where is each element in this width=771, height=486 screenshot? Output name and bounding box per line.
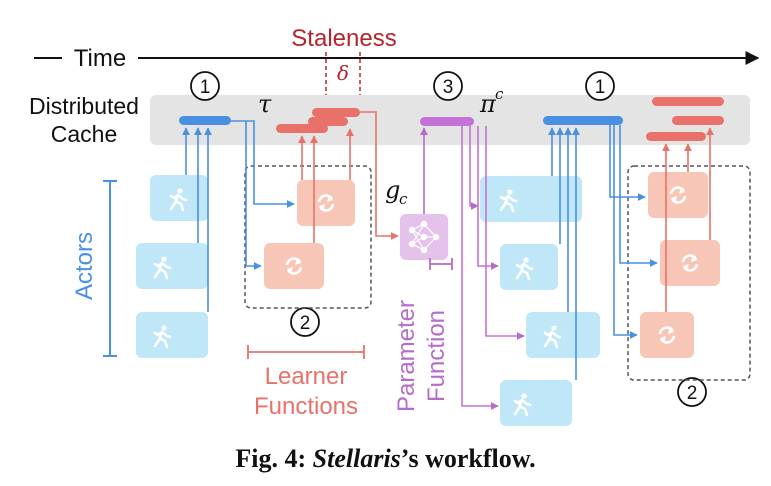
learner-label-line1: Learner [265, 363, 348, 390]
neural-network-icon [408, 220, 440, 254]
sample-arrow [613, 125, 638, 339]
learner-box-5 [640, 312, 694, 358]
pi-symbol-base: π [479, 90, 497, 118]
policy-pull-arrow [485, 126, 525, 340]
policy-pull-arrow [469, 126, 479, 210]
caption-prefix: Fig. 4: [235, 444, 307, 473]
actor-box-4 [480, 176, 582, 222]
param-label-line2: Function [423, 310, 450, 402]
learner-box-1 [297, 180, 355, 226]
cache-label-line2: Cache [51, 121, 117, 147]
pi-c-symbol: π c [479, 85, 504, 118]
g-c-symbol: g c [385, 176, 408, 208]
cache-label-line1: Distributed [29, 93, 139, 119]
pi-symbol-sup: c [495, 85, 504, 103]
staleness-label: Staleness [291, 25, 396, 52]
learner-label-line2: Functions [254, 393, 358, 420]
learner-group-right [627, 165, 751, 381]
cache-bar-gradient-3 [312, 108, 360, 117]
sample-arrow [619, 125, 658, 267]
g-symbol-base: g [385, 176, 400, 204]
learner-box-2 [264, 243, 324, 289]
step-1b-text: 1 [595, 77, 606, 98]
actors-label: Actors [71, 232, 98, 300]
policy-pull-arrow [477, 126, 499, 270]
step-1a-text: 1 [200, 77, 211, 98]
param-label-line1: Parameter [393, 300, 420, 412]
tau-symbol: τ [258, 90, 272, 118]
cache-bar-trajectories-1 [179, 116, 231, 125]
figure-caption: Fig. 4: Stellaris’s workflow. [0, 444, 771, 474]
sample-arrow [231, 120, 295, 208]
policy-pull-arrow [461, 126, 499, 410]
g-symbol-sub: c [399, 190, 408, 208]
step-3-text: 3 [443, 77, 454, 98]
actor-box-7 [500, 380, 572, 426]
cache-bar-policy [420, 117, 474, 126]
learner-group-left [244, 165, 372, 309]
step-marker-2b: 2 [677, 377, 707, 407]
step-marker-1a: 1 [190, 71, 220, 101]
actor-box-2 [136, 243, 208, 289]
cache-bar-gradient-2 [308, 117, 348, 126]
cache-bar-gradient-4 [652, 97, 724, 106]
actor-box-6 [526, 312, 600, 358]
learner-box-3 [648, 172, 708, 218]
delta-symbol: δ [337, 61, 349, 85]
step-2a-text: 2 [300, 313, 311, 334]
aggregate-arrow [360, 111, 399, 240]
cache-bar-gradient-6 [646, 132, 706, 141]
step-marker-3: 3 [433, 71, 463, 101]
sample-arrow [245, 121, 261, 266]
caption-suffix: ’s workflow. [400, 444, 536, 473]
step-marker-2a: 2 [290, 307, 320, 337]
actor-box-3 [136, 312, 208, 358]
actor-box-1 [150, 175, 208, 221]
cache-bar-gradient-5 [672, 116, 724, 125]
cache-bar-trajectories-2 [543, 116, 623, 125]
sample-arrow [609, 125, 646, 201]
caption-name: Stellaris [312, 444, 401, 473]
actor-box-5 [500, 244, 558, 290]
step-2b-text: 2 [687, 383, 698, 404]
parameter-function-box [400, 214, 448, 260]
step-marker-1b: 1 [585, 71, 615, 101]
learner-box-4 [660, 240, 720, 286]
time-label: Time [74, 45, 126, 72]
cache-bar-gradient-1 [276, 124, 328, 133]
